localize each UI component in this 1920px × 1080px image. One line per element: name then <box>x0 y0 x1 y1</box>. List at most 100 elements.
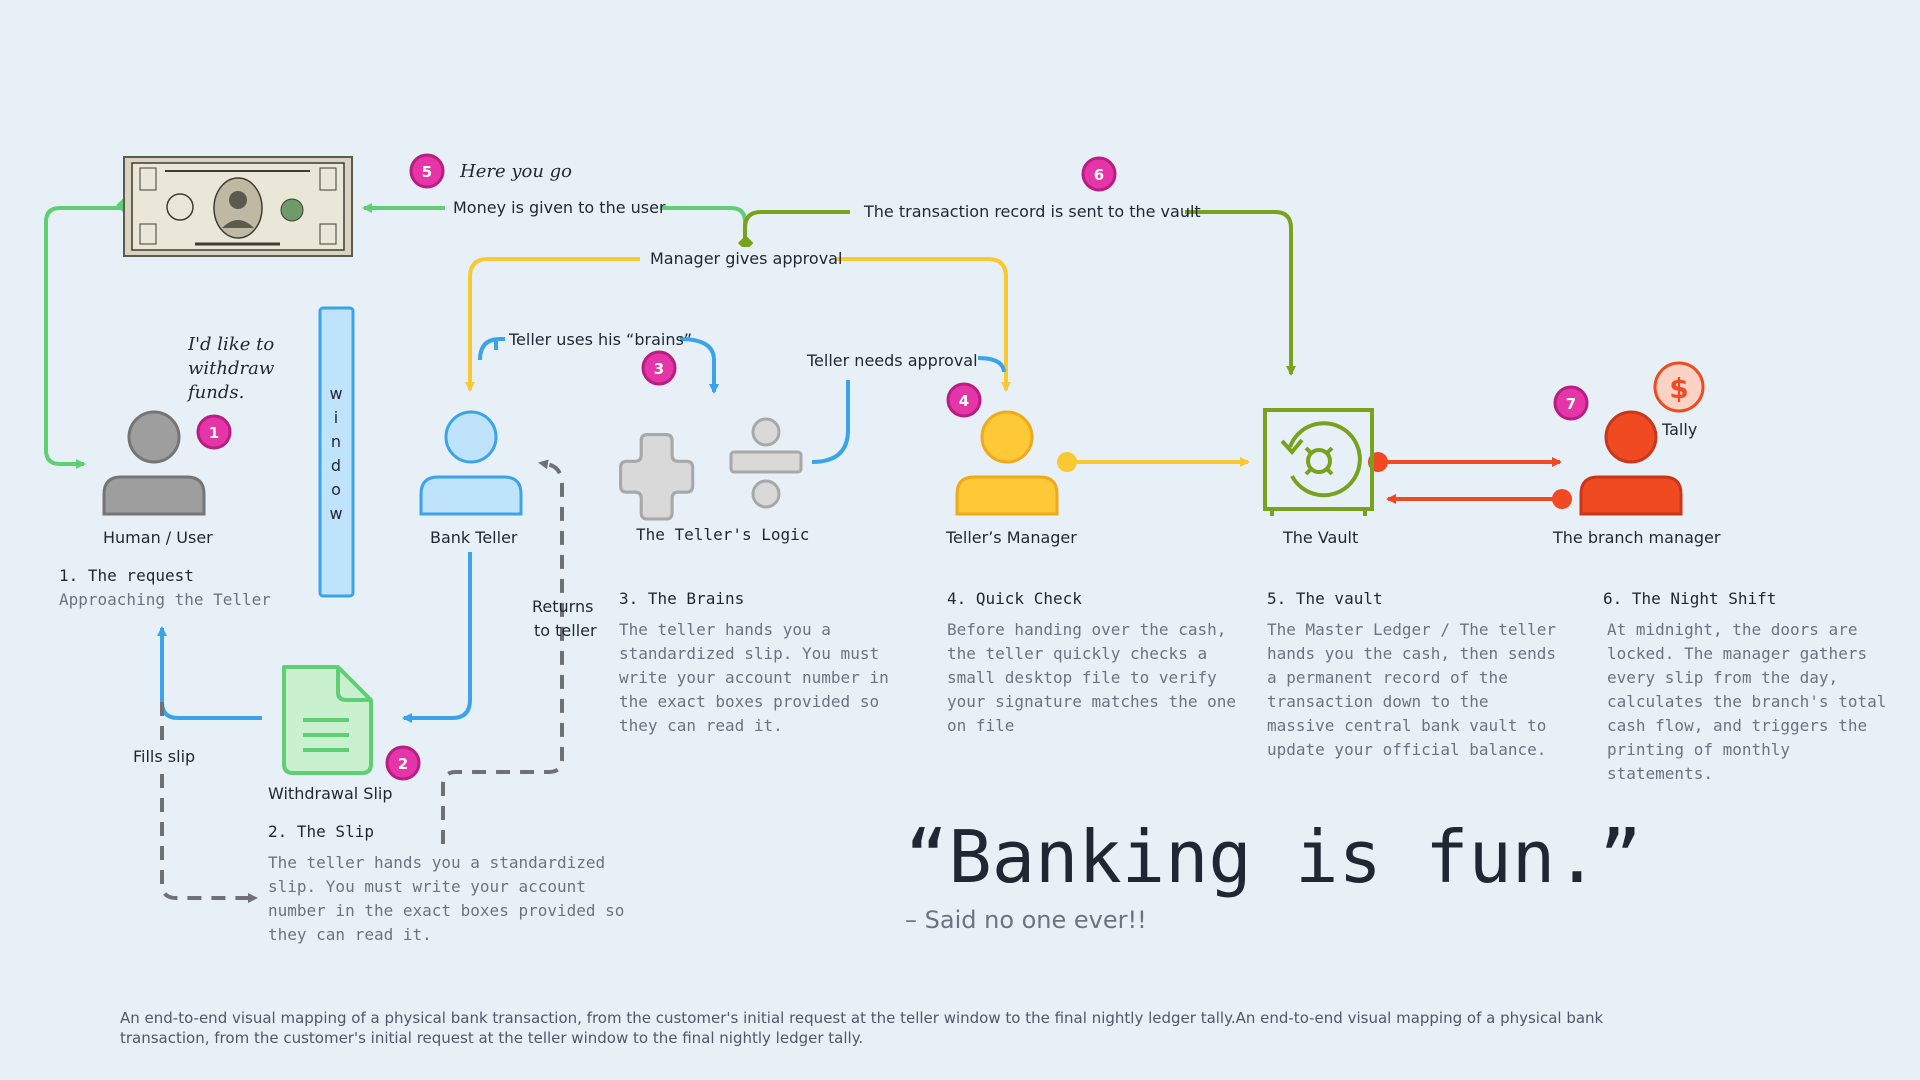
window-letter-n: n <box>331 432 341 451</box>
money-connector <box>660 206 747 236</box>
step2-title: 2. The Slip <box>268 822 374 841</box>
step3-line: standardized slip. You must <box>619 644 879 663</box>
record-to-vault-connector <box>1185 210 1296 376</box>
step2-line: slip. You must write your account <box>268 877 586 896</box>
badge-3: 3 <box>641 350 677 386</box>
svg-text:2: 2 <box>398 755 408 773</box>
step4-title: 4. Quick Check <box>947 589 1082 608</box>
slip-to-user-connector <box>157 626 262 720</box>
manager-vault-dot <box>1057 452 1077 472</box>
returns-connector <box>441 459 564 844</box>
brains-label: Teller uses his “brains” <box>508 330 692 349</box>
money-label: Money is given to the user <box>453 198 666 217</box>
step5-line: update your official balance. <box>1267 740 1546 759</box>
money-to-user-connector <box>44 206 124 469</box>
brains-connector <box>478 337 505 361</box>
step6-line: locked. The manager gathers <box>1607 644 1867 663</box>
approval-connector-left <box>465 257 640 392</box>
vault-icon <box>1263 408 1374 516</box>
step1-line: Approaching the Teller <box>59 590 271 609</box>
dollar-bill-image <box>123 156 353 257</box>
badge-7: 7 <box>1553 385 1589 421</box>
tally-label: Tally <box>1661 420 1697 439</box>
window-letter-i: i <box>334 408 338 427</box>
fills-label: Fills slip <box>133 747 195 766</box>
teller-label: Bank Teller <box>430 528 518 547</box>
fills-slip-connector <box>160 702 258 903</box>
quote-heading: “Banking is fun.” <box>905 815 1642 899</box>
step4-line: Before handing over the cash, <box>947 620 1226 639</box>
window-letter-d: d <box>331 456 341 475</box>
window-letter-w2: w <box>329 504 342 523</box>
svg-text:4: 4 <box>959 392 969 410</box>
svg-text:$: $ <box>1669 372 1688 405</box>
user-label: Human / User <box>103 528 213 547</box>
returns-label-line2: to teller <box>534 621 597 640</box>
logic-label: The Teller's Logic <box>636 525 809 544</box>
svg-text:1: 1 <box>209 424 219 442</box>
step4-line: your signature matches the one <box>947 692 1236 711</box>
quote-attribution: – Said no one ever!! <box>905 906 1147 934</box>
step6-line: every slip from the day, <box>1607 668 1838 687</box>
branch-manager-icon <box>1579 410 1683 516</box>
approval-connector-right <box>836 257 1011 392</box>
svg-text:6: 6 <box>1094 166 1104 184</box>
document-icon <box>282 665 373 775</box>
diagram-caption: An end-to-end visual mapping of a physic… <box>120 1009 1604 1047</box>
user-icon <box>102 410 206 516</box>
step6-line: cash flow, and triggers the <box>1607 716 1867 735</box>
needs-approval-connector-top <box>977 356 1006 373</box>
needs-approval-connector <box>811 380 850 464</box>
step3-line: the exact boxes provided so <box>619 692 879 711</box>
svg-text:7: 7 <box>1566 395 1576 413</box>
user-speech-line1: I'd like to <box>187 334 274 355</box>
teller-window <box>318 306 355 598</box>
returns-label-line1: Returns <box>532 597 593 616</box>
here-you-go-note: Here you go <box>459 161 572 182</box>
branch-label: The branch manager <box>1552 528 1721 547</box>
approval-label: Manager gives approval <box>650 249 842 268</box>
step4-line: the teller quickly checks a <box>947 644 1207 663</box>
step5-line: massive central bank vault to <box>1267 716 1546 735</box>
step3-line: write your account number in <box>619 668 889 687</box>
step1-title: 1. The request <box>59 566 194 585</box>
step2-line: The teller hands you a standardized <box>268 853 605 872</box>
divide-icon <box>729 417 803 509</box>
badge-5: 5 <box>409 153 445 189</box>
step3-title: 3. The Brains <box>619 589 744 608</box>
step6-line: calculates the branch's total <box>1607 692 1886 711</box>
badge-4: 4 <box>946 382 982 418</box>
step5-line: hands you the cash, then sends <box>1267 644 1556 663</box>
teller-to-slip-connector <box>402 552 472 723</box>
badge-1: 1 <box>196 414 232 450</box>
step6-line: At midnight, the doors are <box>1607 620 1857 639</box>
step5-line: The Master Ledger / The teller <box>1267 620 1556 639</box>
badge-2: 2 <box>385 745 421 781</box>
window-letter-w: w <box>329 384 342 403</box>
plus-icon <box>619 432 695 521</box>
user-speech-line2: withdraw <box>188 358 275 379</box>
manager-icon <box>955 410 1059 516</box>
step3-line: they can read it. <box>619 716 783 735</box>
user-speech-line3: funds. <box>186 382 244 403</box>
record-label: The transaction record is sent to the va… <box>863 202 1201 221</box>
svg-text:5: 5 <box>422 163 432 181</box>
teller-icon <box>419 410 523 516</box>
manager-label: Teller’s Manager <box>945 528 1077 547</box>
step3-line: The teller hands you a <box>619 620 831 639</box>
window-letter-o: o <box>331 480 341 499</box>
vault-label: The Vault <box>1282 528 1358 547</box>
step5-title: 5. The vault <box>1267 589 1383 608</box>
svg-text:3: 3 <box>654 360 664 378</box>
needs-approval-label: Teller needs approval <box>806 351 978 370</box>
step6-line: printing of monthly <box>1607 740 1790 759</box>
step5-line: transaction down to the <box>1267 692 1489 711</box>
step2-line: number in the exact boxes provided so <box>268 901 624 920</box>
step6-line: statements. <box>1607 764 1713 783</box>
step5-line: a permanent record of the <box>1267 668 1508 687</box>
step4-line: on file <box>947 716 1014 735</box>
step2-line: they can read it. <box>268 925 432 944</box>
brains-connector-right <box>679 337 719 394</box>
badge-6: 6 <box>1081 156 1117 192</box>
